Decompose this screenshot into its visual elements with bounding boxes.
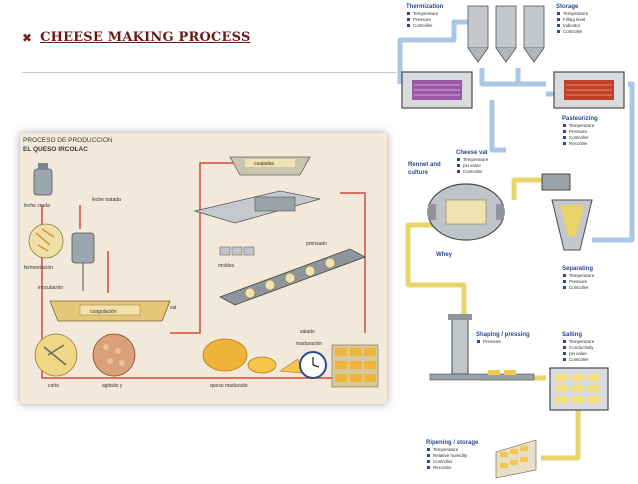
label-corte: corte — [48, 383, 59, 389]
cheese-vat-item-2: pH value — [463, 163, 481, 168]
separating-item-1: Temperature — [569, 273, 595, 278]
ripening-item-1: Temperature — [433, 447, 459, 452]
separating-title: Separating — [562, 266, 593, 272]
curds-hopper — [229, 156, 311, 176]
thermization-item-1: Temperature — [413, 11, 439, 16]
raw-milk-tank — [33, 163, 53, 196]
inoculation-tank — [71, 232, 95, 291]
press-machine — [193, 190, 321, 224]
conveyor-belt — [219, 248, 366, 306]
ripening-item-2: Relative humidity — [433, 453, 468, 458]
shaping-block: Shaping / pressing Pressure — [476, 332, 530, 344]
label-salado: salado — [300, 329, 315, 335]
label-leche-tratada: leche tratada — [92, 197, 121, 203]
whey-label: Whey — [436, 252, 453, 258]
thermization-title: Thermization — [406, 4, 444, 10]
clock-icon — [299, 351, 327, 379]
cheese-vat — [427, 183, 505, 241]
flow-canvas: Thermization Temperature Pressure Contro… — [397, 4, 635, 479]
salting-item-1: Temperature — [569, 339, 595, 344]
label-cuajadas: cuajadas — [254, 161, 275, 167]
pasteurizing-title: Pasteurizing — [562, 116, 598, 122]
separating-item-3: Controller — [569, 285, 589, 290]
illustration-heading-2: EL QUESO IRCOLAC — [23, 146, 88, 153]
mold-stack — [219, 246, 255, 256]
pasteurizing-item-4: Recorder — [569, 141, 588, 146]
curd-stirring-view — [92, 333, 136, 377]
storage-silos — [467, 5, 545, 63]
label-agitado: agitado y — [102, 383, 123, 389]
thermizer-exchanger — [401, 71, 473, 109]
pasteurizing-block: Pasteurizing Temperature Pressure Contro… — [562, 116, 598, 146]
shaping-item-1: Pressure — [483, 339, 502, 344]
storage-block: Storage Temperature Filling level Indica… — [556, 4, 589, 34]
bullet-x-icon: ✖ — [22, 30, 33, 45]
ripening-block: Ripening / storage Temperature Relative … — [426, 440, 479, 470]
label-inoculacion: inoculación — [38, 285, 63, 291]
pasteurizing-item-3: Controller — [569, 135, 589, 140]
label-maduracion: maduración — [296, 341, 322, 347]
rennet-label-1: Rennet and — [408, 162, 441, 168]
coagulation-vat — [49, 300, 171, 322]
thermization-item-2: Pressure — [413, 17, 432, 22]
illustration-canvas: PROCESO DE PRODUCCION EL QUESO IRCOLAC l… — [23, 137, 379, 389]
storage-item-3: Indicator — [563, 23, 581, 28]
ripening-rack — [495, 439, 537, 479]
salting-block: Salting Temperature Conductivity pH valu… — [562, 332, 595, 362]
pasteurizing-item-1: Temperature — [569, 123, 595, 128]
label-moldes: moldes — [218, 263, 235, 269]
salting-item-2: Conductivity — [569, 345, 594, 350]
ripening-shelves — [331, 344, 379, 388]
culture-dish — [28, 223, 64, 259]
industrial-process-flow: Thermization Temperature Pressure Contro… — [396, 0, 638, 479]
storage-item-1: Temperature — [563, 11, 589, 16]
salting-item-4: Controller — [569, 357, 589, 362]
pasteurizer-exchanger — [553, 71, 625, 109]
thermization-block: Thermization Temperature Pressure Contro… — [406, 4, 444, 28]
label-coagulacion: coagulación — [90, 309, 117, 315]
label-sal: sal — [170, 305, 176, 311]
separator-centrifuge — [541, 173, 593, 251]
label-queso-madurado: queso madurado — [210, 383, 248, 389]
salting-item-3: pH value — [569, 351, 587, 356]
pasteurizing-item-2: Pressure — [569, 129, 588, 134]
cheese-vat-item-1: Temperature — [463, 157, 489, 162]
label-leche-cruda: leche cruda — [24, 203, 50, 209]
label-fermentacion: fermentación — [24, 265, 53, 271]
cheese-vat-block: Cheese vat Temperature pH value Controll… — [456, 150, 489, 174]
shaping-press — [429, 314, 535, 381]
separating-block: Separating Temperature Pressure Controll… — [562, 266, 595, 290]
separating-item-2: Pressure — [569, 279, 588, 284]
cheese-vat-item-3: Controller — [463, 169, 483, 174]
finished-cheese-wheels — [202, 338, 303, 374]
ripening-item-3: Controller — [433, 459, 453, 464]
label-prensado: prensado — [306, 241, 327, 247]
salting-title: Salting — [562, 332, 582, 338]
illustration-heading-1: PROCESO DE PRODUCCION — [23, 137, 113, 144]
ripening-item-4: Recorder — [433, 465, 452, 470]
curd-cutting-view — [34, 333, 78, 377]
slide-title-text: CHEESE MAKING PROCESS — [40, 30, 251, 45]
storage-title: Storage — [556, 4, 579, 10]
storage-item-4: Controller — [563, 29, 583, 34]
cheese-production-illustration: PROCESO DE PRODUCCION EL QUESO IRCOLAC l… — [20, 133, 387, 404]
storage-item-2: Filling level — [563, 17, 585, 22]
cheese-vat-title: Cheese vat — [456, 150, 488, 156]
brine-tank — [549, 367, 609, 411]
ripening-title: Ripening / storage — [426, 440, 479, 446]
thermization-item-3: Controller — [413, 23, 433, 28]
title-divider — [22, 72, 397, 73]
slide-title: ✖ CHEESE MAKING PROCESS — [22, 30, 251, 45]
rennet-label-2: culture — [408, 170, 429, 176]
shaping-title: Shaping / pressing — [476, 332, 530, 338]
